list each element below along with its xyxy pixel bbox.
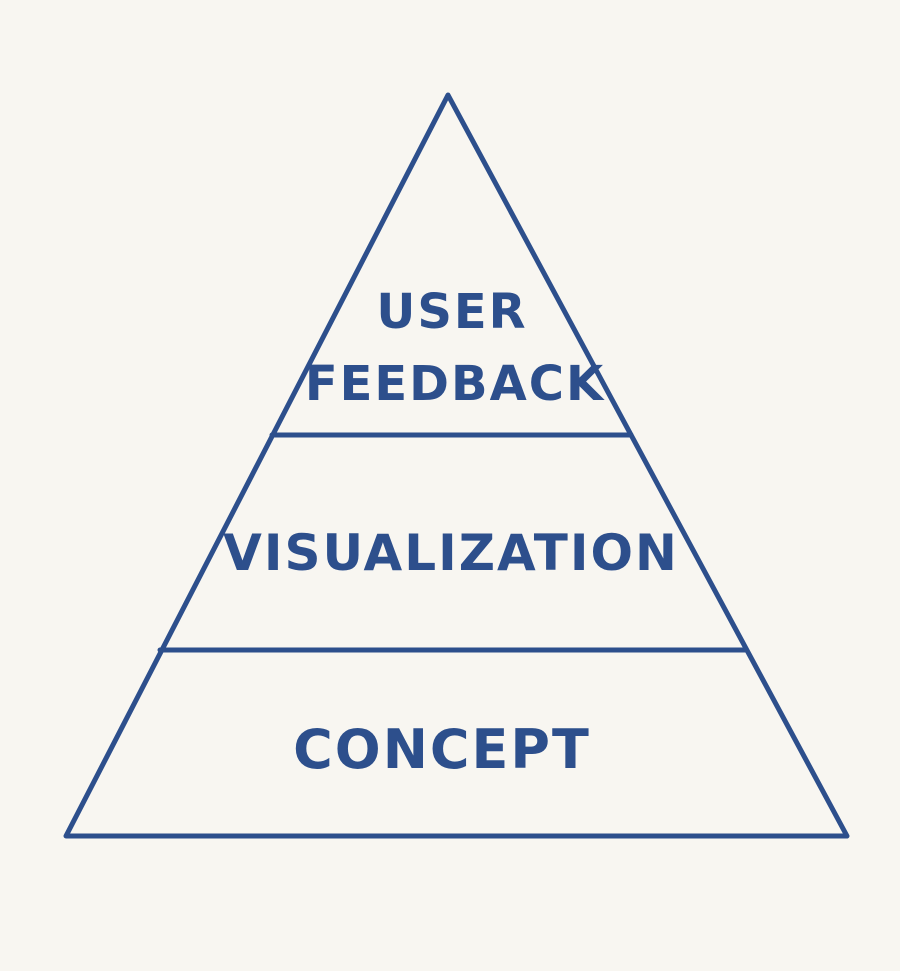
tier-user-feedback: USER FEEDBACK: [305, 284, 605, 412]
tier-label-concept: CONCEPT: [293, 718, 591, 781]
tier-label-feedback: FEEDBACK: [305, 356, 605, 412]
tier-visualization: VISUALIZATION: [223, 524, 679, 582]
tier-label-user: USER: [376, 284, 527, 340]
pyramid-outline: [63, 92, 850, 839]
tier-label-visualization: VISUALIZATION: [223, 524, 679, 582]
tier-concept: CONCEPT: [293, 718, 591, 781]
